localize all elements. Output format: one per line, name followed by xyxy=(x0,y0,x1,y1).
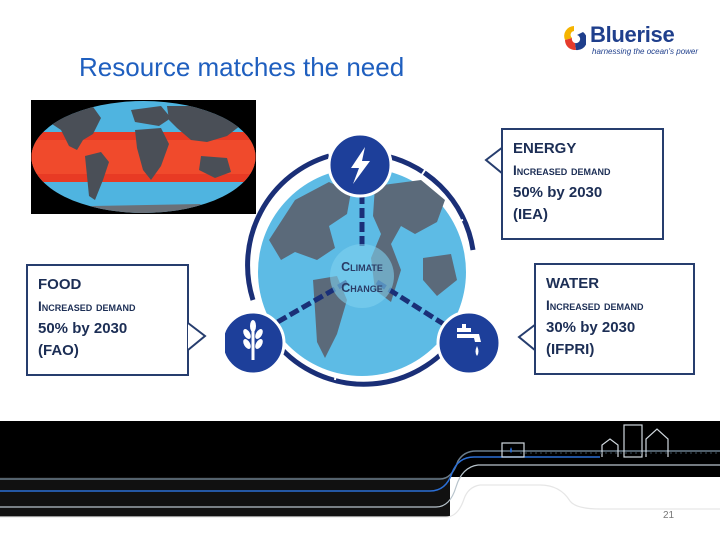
water-callout-demand: Increased demand xyxy=(546,298,644,313)
lightning-icon xyxy=(351,147,370,184)
cycle-ring-ticks xyxy=(258,169,464,381)
water-callout: WATER Increased demand 30% by 2030 (IFPR… xyxy=(534,263,695,375)
energy-callout-title: ENERGY xyxy=(513,140,577,157)
brand-name: Bluerise xyxy=(590,22,675,47)
food-node xyxy=(225,310,286,376)
center-label-climate: Climate xyxy=(341,260,383,274)
water-callout-title: WATER xyxy=(546,275,600,292)
brand-tagline: harnessing the ocean's power xyxy=(592,47,699,56)
energy-node xyxy=(327,132,393,198)
food-callout-title: FOOD xyxy=(38,276,82,293)
climate-change-diagram: Climate Change xyxy=(225,132,500,387)
center-label-change: Change xyxy=(341,281,383,295)
wheat-icon xyxy=(243,320,263,360)
energy-callout: ENERGY Increased demand 50% by 2030 (IEA… xyxy=(501,128,664,240)
bluerise-logo: Bluerise harnessing the ocean's power xyxy=(562,22,712,58)
water-node xyxy=(436,310,500,376)
food-callout-demand: Increased demand xyxy=(38,299,136,314)
food-callout-value: 50% by 2030 xyxy=(38,320,128,337)
food-callout: FOOD Increased demand 50% by 2030 (FAO) xyxy=(26,264,189,376)
water-callout-pointer xyxy=(517,323,537,352)
bluerise-logo-icon xyxy=(564,26,586,51)
center-halo xyxy=(330,244,394,308)
food-callout-source: (FAO) xyxy=(38,342,79,359)
energy-callout-demand: Increased demand xyxy=(513,163,611,178)
slide-title: Resource matches the need xyxy=(79,52,405,82)
page-number: 21 xyxy=(663,510,675,521)
energy-callout-source: (IEA) xyxy=(513,206,548,223)
footer-pipeline-illustration xyxy=(0,421,720,540)
faucet-icon xyxy=(457,324,481,356)
energy-callout-pointer xyxy=(484,146,504,175)
energy-callout-value: 50% by 2030 xyxy=(513,184,603,201)
food-callout-pointer xyxy=(187,322,207,351)
water-callout-source: (IFPRI) xyxy=(546,341,595,358)
water-callout-value: 30% by 2030 xyxy=(546,319,636,336)
ocean-temperature-map xyxy=(31,100,256,214)
